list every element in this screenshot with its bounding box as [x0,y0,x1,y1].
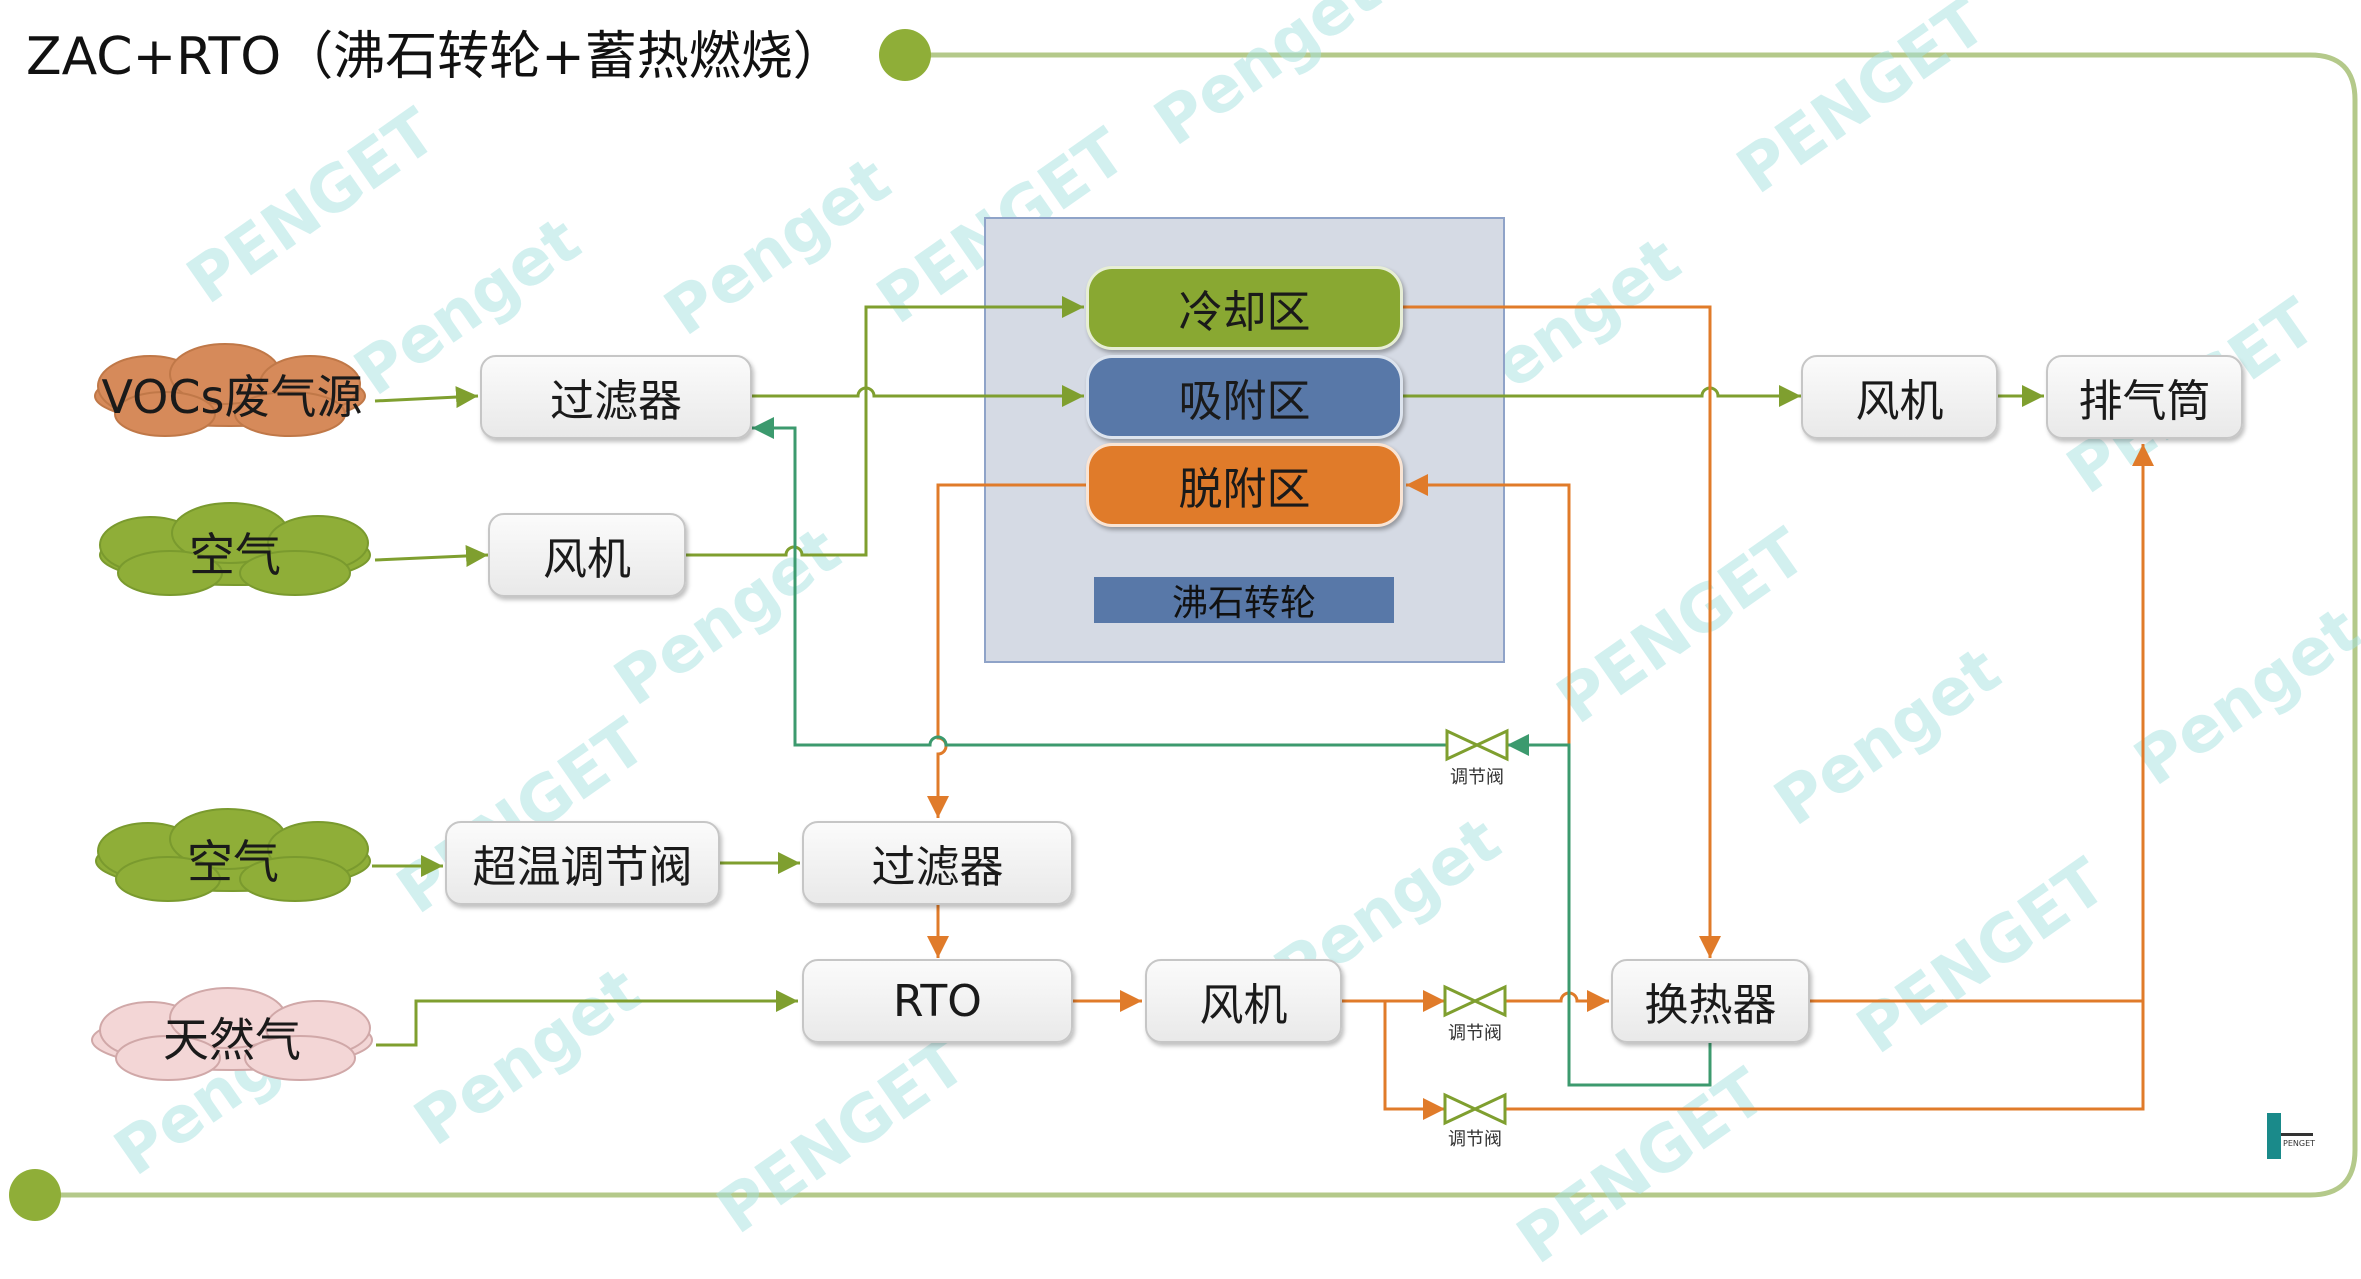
cloud-icon [95,808,371,902]
natural-gas-source: 天然气 [163,1013,301,1067]
rto-box: RTO [802,959,1073,1043]
air-source: 空气 [187,835,279,889]
desorption-zone: 脱附区 [1086,443,1403,527]
filter-box: 过滤器 [480,355,752,439]
flow-connectors [91,296,2154,1126]
cloud-icon [94,343,366,437]
valve-label: 调节阀 [1448,1129,1502,1150]
valve-icon [1445,728,1509,762]
fan-box: 风机 [1801,355,1998,439]
cloud-icon [99,502,371,596]
penget-logo: PENGET [2267,1113,2315,1159]
adsorption-zone: 吸附区 [1086,355,1403,439]
valve-icon [1443,1092,1507,1126]
process-diagram: PENGET Penget PENGET Penget PENGET PENGE… [9,0,2361,1279]
valve-label: 调节阀 [1450,767,1504,788]
fan-box: 风机 [488,513,686,597]
exhaust-stack-box: 排气筒 [2046,355,2243,439]
cloud-icon [91,987,373,1081]
valve-label: 调节阀 [1448,1023,1502,1044]
zeolite-wheel-label: 沸石转轮 [1094,577,1394,624]
vocs-source: VOCs废气源 [101,370,363,424]
heat-exchanger-box: 换热器 [1611,959,1810,1043]
filter-box: 过滤器 [802,821,1073,905]
overtemp-valve-box: 超温调节阀 [445,821,720,905]
fan-box: 风机 [1145,959,1342,1043]
page-title: ZAC+RTO（沸石转轮+蓄热燃烧） [26,27,845,87]
valve-icon [1443,984,1507,1018]
air-source: 空气 [189,528,281,582]
cooling-zone: 冷却区 [1086,266,1403,350]
frame-lines [9,29,2358,1221]
